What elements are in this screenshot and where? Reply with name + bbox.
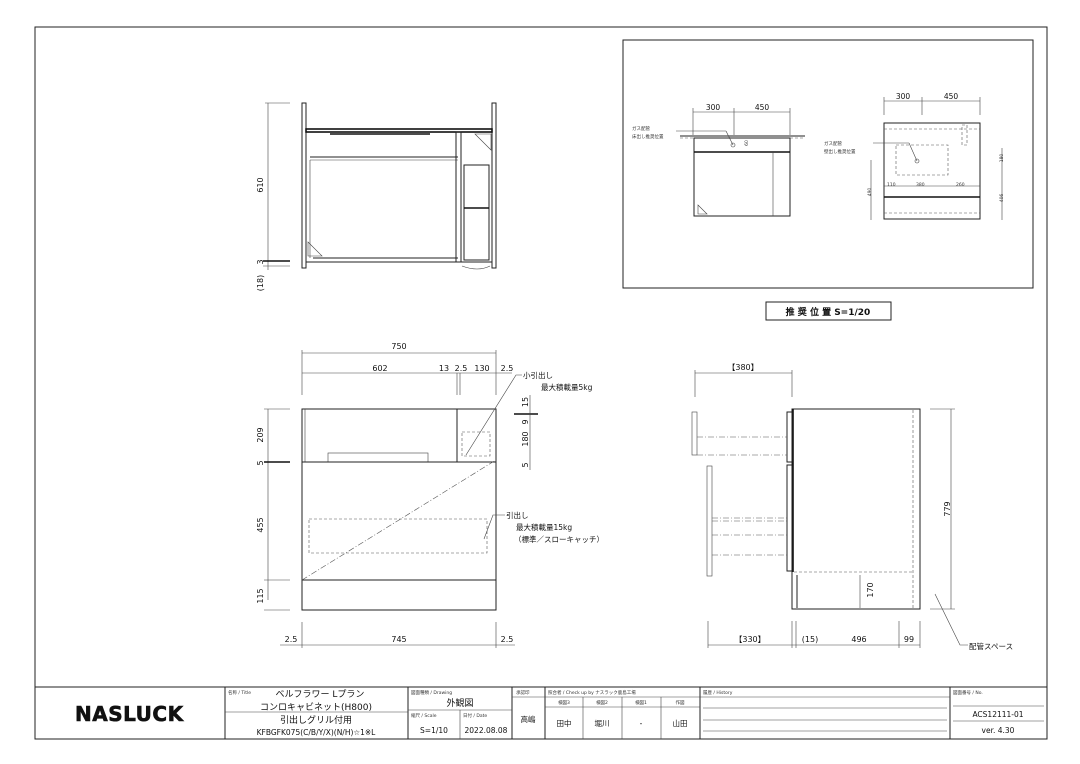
wall-dim-406: 406 (999, 194, 1005, 203)
wall-gas-label-1: ガス配管 (824, 140, 842, 147)
wall-dim-180: 180 (999, 154, 1005, 163)
dim-610: 610 (256, 177, 265, 192)
small-drawer-load: 最大積載量5kg (541, 382, 593, 392)
side-view: 【380】 170 779 【330】 (15) 496 99 配管スペース (691, 363, 1013, 651)
dim-18: (18) (256, 275, 265, 291)
scale-caption-box (765, 301, 892, 321)
title-block: NASLUCK 名称 / Title ベルフラワー Lプラン コンロキャビネット… (34, 686, 1048, 740)
dim-779: 779 (943, 501, 952, 516)
recommended-position-panel: 300 450 60 ガス配管 床出し推奨位置 300 450 ガス配管 壁出し… (622, 39, 1034, 289)
scale-value: S=1/10 (420, 726, 448, 735)
checker-role-1: 検図3 (558, 699, 570, 706)
dim-745: 745 (391, 635, 406, 644)
checker-role-2: 検図2 (596, 699, 608, 706)
wall-dim-110: 110 (887, 182, 896, 188)
dim-455: 455 (256, 517, 265, 532)
dim-5: 5 (256, 460, 265, 465)
nasluck-logo: NASLUCK (75, 702, 185, 726)
checker-role-3: 検図1 (635, 699, 647, 706)
title-label: 名称 / Title (228, 689, 251, 696)
checker-role-4: 作図 (676, 699, 685, 706)
title-line-1: ベルフラワー Lプラン (276, 689, 365, 700)
wall-dim-490: 490 (867, 188, 873, 197)
wall-gas-label-2: 壁出し推奨位置 (824, 148, 856, 155)
approval-label: 承認印 (516, 689, 530, 696)
history-label: 履歴 / History (703, 690, 733, 696)
check-label: 照合者 / Check up by ナスラック鹿島工場 (548, 689, 636, 696)
title-line-4: KFBGFK075(C/B/Y/X)(N/H)☆1※L (257, 728, 377, 737)
dim-99: 99 (904, 635, 914, 644)
plan-view: 610 3 (18) (256, 102, 497, 291)
recommended-caption: 推 奨 位 置 S=1/20 (786, 306, 871, 318)
small-drawer-label: 小引出し (523, 370, 553, 380)
dim-5-right: 5 (521, 462, 530, 467)
dim-bottom-right: 2.5 (501, 635, 514, 644)
date-value: 2022.08.08 (465, 726, 508, 735)
drawing-label: 図面種類 / Drawing (411, 689, 452, 696)
checker-name-1: 田中 (557, 718, 572, 728)
checker-name-2: 堀川 (595, 719, 610, 728)
floor-gas-label-1: ガス配管 (632, 125, 650, 132)
version: ver. 4.30 (982, 726, 1015, 735)
checker-name-4: 山田 (673, 718, 688, 728)
floor-dim-60: 60 (744, 140, 750, 146)
dim-602: 602 (372, 364, 387, 373)
dim-115: 115 (256, 588, 265, 603)
dim-380: 【380】 (727, 363, 758, 372)
drawer-load: 最大積載量15kg (516, 522, 572, 532)
drawing-value: 外観図 (446, 697, 473, 709)
dim-750: 750 (391, 342, 406, 351)
scale-label: 縮尺 / Scale (411, 712, 437, 719)
dim-209: 209 (256, 427, 265, 442)
wall-dim-450: 450 (944, 92, 959, 101)
dim-2-5b: 2.5 (501, 364, 514, 373)
pipe-space-label: 配管スペース (969, 641, 1013, 651)
dim-180-right: 180 (521, 431, 530, 446)
dim-9: 9 (521, 419, 530, 424)
dim-15: 15 (521, 397, 530, 407)
number-label: 図面番号 / No. (953, 689, 983, 696)
dim-15-side: (15) (802, 635, 818, 644)
floor-dim-300: 300 (706, 103, 721, 112)
date-label: 日付 / Date (463, 712, 487, 719)
dim-170: 170 (866, 582, 875, 597)
drawer-note: （標準／スローキャッチ） (514, 534, 604, 544)
approval-value: 高嶋 (521, 714, 536, 724)
dim-13: 13 (439, 364, 449, 373)
floor-dim-450: 450 (755, 103, 770, 112)
dim-330: 【330】 (734, 635, 765, 644)
wall-dim-300: 300 (896, 92, 911, 101)
wall-dim-260: 260 (956, 182, 965, 188)
wall-dim-380: 380 (916, 182, 925, 188)
title-line-3: 引出しグリル付用 (280, 714, 352, 726)
dim-3: 3 (256, 259, 265, 264)
dim-bottom-left: 2.5 (285, 635, 298, 644)
drawer-label: 引出し (506, 510, 529, 520)
dim-496: 496 (851, 635, 866, 644)
drawing-number: ACS12111-01 (972, 710, 1023, 719)
checker-name-3: - (640, 719, 643, 728)
floor-gas-label-2: 床出し推奨位置 (632, 133, 664, 140)
dim-130: 130 (474, 364, 489, 373)
title-line-2: コンロキャビネット(H800) (260, 702, 372, 713)
front-view: 750 602 13 2.5 130 2.5 209 5 455 115 15 … (256, 342, 604, 648)
dim-2-5a: 2.5 (455, 364, 468, 373)
